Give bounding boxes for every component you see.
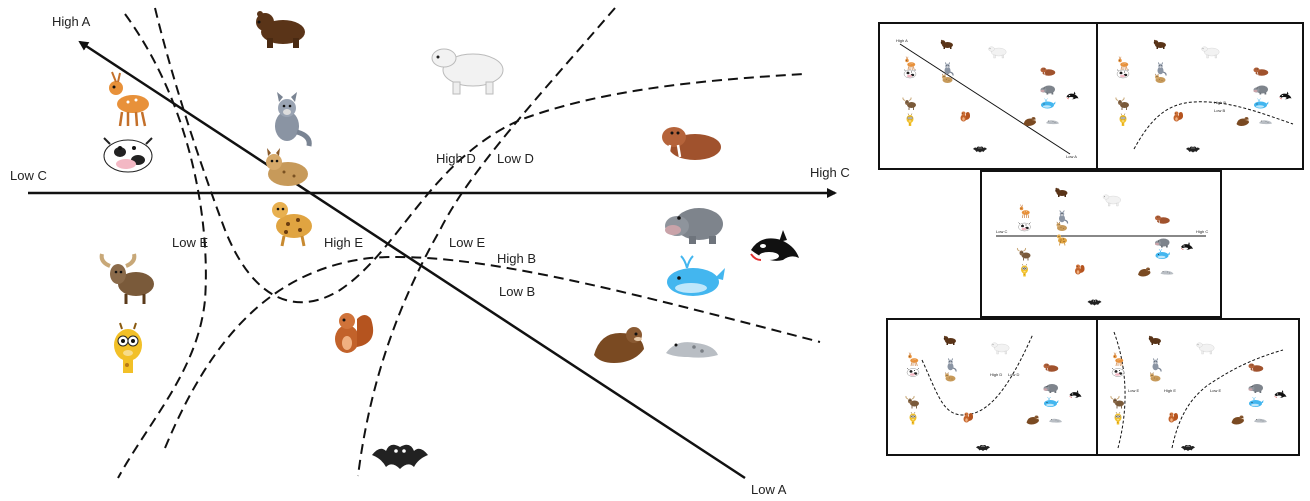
squirrel-icon	[335, 313, 374, 353]
thumb-b-low: Low B	[1214, 108, 1226, 113]
bat-icon	[372, 444, 428, 469]
label-high-d: High D	[436, 151, 476, 166]
thumb-c-low: Low C	[996, 229, 1008, 234]
label-low-b: Low B	[499, 284, 536, 299]
axis-a	[78, 40, 746, 480]
giraffe-icon	[113, 322, 143, 374]
thumbnail-curve-b-canvas	[1115, 39, 1294, 153]
thumbnail-axis-a-canvas	[899, 39, 1079, 155]
thumbnail-curve-d-canvas	[905, 333, 1082, 451]
main-diagram-canvas	[28, 7, 837, 480]
label-high-c: High C	[810, 165, 850, 180]
moose-icon	[99, 252, 156, 306]
thumb-d-low: Low D	[1008, 372, 1020, 377]
bear-icon	[256, 11, 305, 48]
orca-icon	[750, 229, 800, 262]
curve-d-right	[357, 7, 616, 477]
thumbnail-curve-e-canvas	[1110, 331, 1287, 451]
thumbnail-curve-d: High D Low D	[886, 318, 1098, 456]
thumb-e-high: High E	[1164, 388, 1177, 393]
wolf-icon	[275, 92, 309, 146]
thumb-e-low-2: Low E	[1210, 388, 1222, 393]
walrus-icon	[660, 125, 723, 162]
label-high-b: High B	[497, 251, 537, 266]
label-high-e: High E	[324, 235, 364, 250]
label-low-e-right: Low E	[449, 235, 486, 250]
label-low-d: Low D	[497, 151, 534, 166]
thumb-a-high: High A	[896, 38, 908, 43]
dashed-boundaries	[117, 7, 821, 479]
otter-icon	[594, 327, 644, 363]
thumbnail-axis-c-canvas	[996, 187, 1206, 306]
thumbnail-axis-c: Low C High C	[980, 170, 1222, 318]
thumb-b-high: High B	[1214, 100, 1227, 105]
leopard-icon	[270, 200, 314, 248]
cow-icon	[103, 137, 153, 173]
thumb-d-high: High D	[990, 372, 1003, 377]
curve-e-valley	[154, 7, 806, 304]
hippo-icon	[665, 208, 723, 244]
polar-bear-icon	[431, 48, 504, 95]
deer-icon	[107, 70, 151, 128]
curve-d-left	[117, 13, 207, 479]
lynx-icon	[266, 148, 308, 186]
whale-icon	[666, 255, 726, 297]
label-low-a: Low A	[751, 482, 787, 497]
thumb-a-low: Low A	[1066, 154, 1077, 159]
curve-b	[164, 255, 821, 449]
label-low-e-left: Low E	[172, 235, 209, 250]
thumbnail-curve-e: Low E High E Low E	[1096, 318, 1300, 456]
thumb-c-high: High C	[1196, 229, 1209, 234]
label-low-c: Low C	[10, 168, 47, 183]
label-high-a: High A	[52, 14, 91, 29]
thumbnail-curve-b: High B Low B	[1096, 22, 1304, 170]
thumb-e-low: Low E	[1128, 388, 1140, 393]
main-diagram: High A Low A Low C High C High D Low D L…	[10, 7, 850, 497]
seal-icon	[666, 342, 718, 358]
thumbnail-axis-a: High A Low A	[878, 22, 1098, 170]
